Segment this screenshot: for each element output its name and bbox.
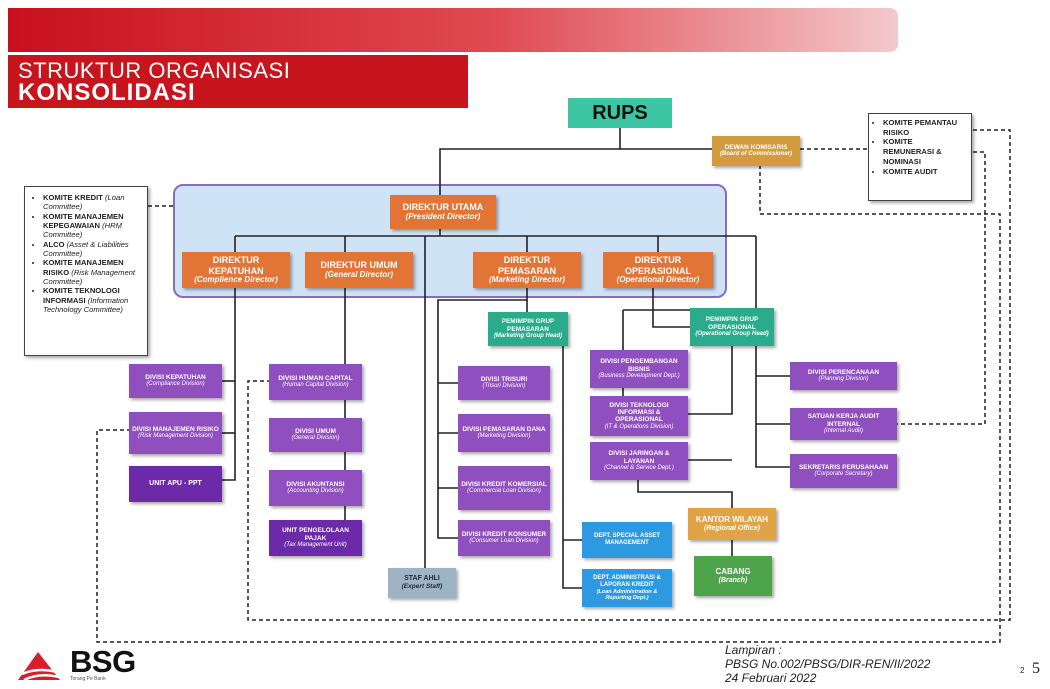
bsg-logo-text: BSG [70,644,136,679]
document-number: PBSG No.002/PBSG/DIR-REN/II/2022 [725,657,931,672]
page-number: 5 [1032,660,1040,677]
page-number-small: 2 [1020,666,1025,675]
direktur-pemasaran-box: DIREKTUR PEMASARAN (Marketing Director) [473,252,581,288]
committee-item: KOMITE KREDIT (Loan Committee) [43,193,141,212]
divisi-kredit-konsumer-box: DIVISI KREDIT KONSUMER (Consumer Loan Di… [458,520,550,556]
divisi-teknologi-informasi-box: DIVISI TEKNOLOGI INFORMASI & OPERASIONAL… [590,396,688,436]
divisi-kredit-komersial-box: DIVISI KREDIT KOMERSIAL (Commercial Loan… [458,466,550,510]
committee-item: KOMITE PEMANTAU RISIKO [883,118,965,137]
staf-ahli-box: STAF AHLI (Expert Staff) [388,568,456,598]
bsg-logo-icon [18,652,67,682]
divisi-kepatuhan-box: DIVISI KEPATUHAN (Compliance Division) [129,364,222,398]
pemimpin-grup-pemasaran-box: PEMIMPIN GRUP PEMASARAN (Marketing Group… [488,312,568,346]
divisi-perencanaan-box: DIVISI PERENCANAAN (Planning Division) [790,362,897,390]
divisi-manajemen-risiko-box: DIVISI MANAJEMEN RISIKO (Risk Management… [129,412,222,454]
direktur-utama-label: DIREKTUR UTAMA [402,202,484,213]
divisi-umum-box: DIVISI UMUM (General Division) [269,418,362,452]
logo-tagline: Torang Pe Bank [70,676,106,682]
cabang-box: CABANG (Branch) [694,556,772,596]
document-date: 24 Februari 2022 [725,671,817,686]
divisi-pengembangan-bisnis-box: DIVISI PENGEMBANGAN BISNIS (Business Dev… [590,350,688,388]
kantor-wilayah-box: KANTOR WILAYAH (Regional Office) [688,508,776,540]
direktur-umum-label: DIREKTUR UMUM [320,260,398,271]
director-committees-list: KOMITE KREDIT (Loan Committee) KOMITE MA… [24,186,148,356]
divisi-pemasaran-dana-box: DIVISI PEMASARAN DANA (Marketing Divisio… [458,414,550,452]
dewan-komisaris-english: (Board of Commissioner) [719,151,792,158]
committee-item: KOMITE REMUNERASI & NOMINASI [883,137,965,166]
pemimpin-grup-operasional-box: PEMIMPIN GRUP OPERASIONAL (Operational G… [690,308,774,346]
dewan-komisaris-label: DEWAN KOMISARIS [724,144,788,151]
committee-item: KOMITE MANAJEMEN RISIKO (Risk Management… [43,258,141,286]
document-reference: Lampiran : PBSG No.002/PBSG/DIR-REN/II/2… [725,643,930,685]
unit-apu-ppt-box: UNIT APU - PPT [129,466,222,502]
dept-administrasi-kredit-box: DEPT. ADMINISTRASI & LAPORAN KREDIT (Loa… [582,569,672,607]
direktur-kepatuhan-box: DIREKTUR KEPATUHAN (Complience Director) [182,252,290,288]
dept-special-asset-box: DEPT. SPECIAL ASSET MANAGEMENT [582,522,672,558]
unit-pengelolaan-pajak-box: UNIT PENGELOLAAN PAJAK (Tax Management U… [269,520,362,556]
direktur-kepatuhan-label: DIREKTUR KEPATUHAN [208,255,264,276]
committee-item: KOMITE TEKNOLOGI INFORMASI (Information … [43,286,141,314]
direktur-operasional-label: DIREKTUR OPERASIONAL [624,255,691,276]
divisi-akuntansi-box: DIVISI AKUNTANSI (Accounting Division) [269,470,362,506]
lampiran-label: Lampiran : [725,643,782,657]
direktur-pemasaran-label: DIREKTUR PEMASARAN [497,255,556,276]
direktur-operasional-english: (Operational Director) [616,274,700,284]
title-banner [8,55,468,108]
satuan-kerja-audit-internal-box: SATUAN KERJA AUDIT INTERNAL (Internal Au… [790,408,897,440]
direktur-utama-english: (President Director) [405,211,481,221]
top-red-band [8,8,898,52]
dewan-komisaris-box: DEWAN KOMISARIS (Board of Commissioner) [712,136,800,166]
divisi-trisuri-box: DIVISI TRISURI (Trisuri Division) [458,366,550,400]
board-committees-list: KOMITE PEMANTAU RISIKO KOMITE REMUNERASI… [868,113,972,201]
slide-title-line2: KONSOLIDASI [18,79,196,106]
sekretaris-perusahaan-box: SEKRETARIS PERUSAHAAN (Corporate Secreta… [790,454,897,488]
rups-label: RUPS [592,101,648,124]
committee-item: ALCO (Asset & Liabilities Committee) [43,240,141,259]
direktur-utama-box: DIREKTUR UTAMA (President Director) [390,195,496,229]
direktur-operasional-box: DIREKTUR OPERASIONAL (Operational Direct… [603,252,713,288]
rups-box: RUPS [568,98,672,128]
direktur-pemasaran-english: (Marketing Director) [488,274,565,284]
divisi-jaringan-layanan-box: DIVISI JARINGAN & LAYANAN (Channel & Ser… [590,442,688,480]
divisi-human-capital-box: DIVISI HUMAN CAPITAL (Human Capital Divi… [269,364,362,400]
direktur-umum-english: (General Director) [324,269,394,279]
committee-item: KOMITE AUDIT [883,167,965,177]
slide-title-line1: STRUKTUR ORGANISASI [18,58,291,83]
direktur-kepatuhan-english: (Complience Director) [194,274,278,284]
direktur-umum-box: DIREKTUR UMUM (General Director) [305,252,413,288]
committee-item: KOMITE MANAJEMEN KEPEGAWAIAN (HRM Commit… [43,212,141,240]
